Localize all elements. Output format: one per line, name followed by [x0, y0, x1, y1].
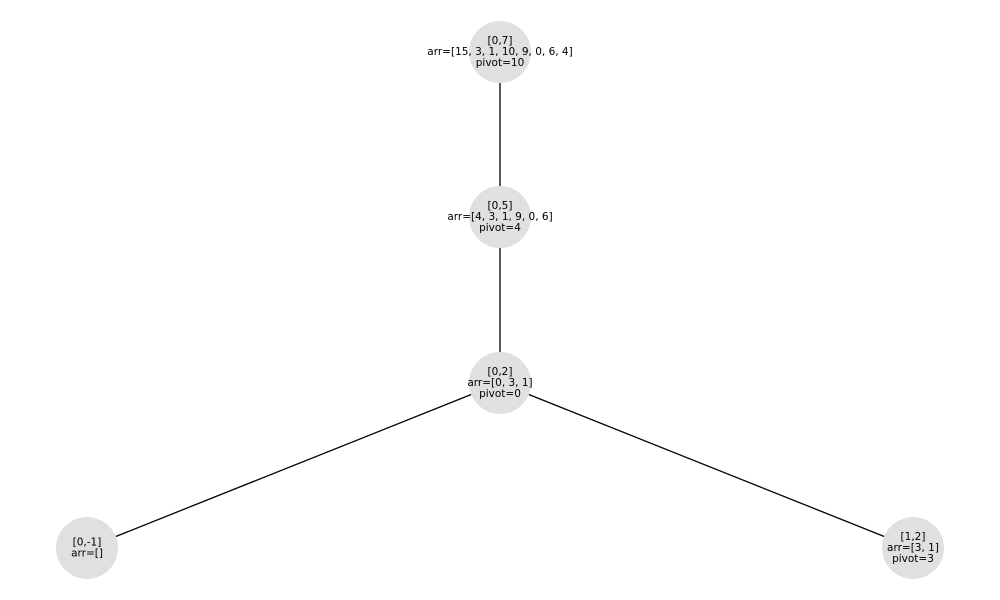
node-circle: [469, 352, 531, 414]
nodes: [0,7]arr=[15, 3, 1, 10, 9, 0, 6, 4]pivot…: [56, 21, 944, 579]
node-circle: [469, 186, 531, 248]
node-label-line: pivot=0: [479, 388, 521, 400]
tree-node: [0,2]arr=[0, 3, 1]pivot=0: [467, 352, 533, 414]
edge-n02-n0m1: [115, 393, 472, 538]
node-circle: [56, 517, 118, 579]
node-label-line: arr=[3, 1]: [887, 542, 939, 554]
tree-node: [0,-1]arr=[]: [56, 517, 118, 579]
tree-node: [0,7]arr=[15, 3, 1, 10, 9, 0, 6, 4]pivot…: [427, 21, 573, 83]
node-label-line: pivot=3: [892, 553, 934, 565]
edges: [115, 83, 885, 538]
node-label-line: arr=[0, 3, 1]: [467, 377, 532, 389]
node-label-line: [0,2]: [488, 366, 513, 378]
node-circle: [469, 21, 531, 83]
node-label-line: [0,-1]: [73, 537, 102, 549]
node-label-line: pivot=4: [479, 222, 521, 234]
node-label-line: [0,7]: [488, 35, 513, 47]
edge-n02-n12: [528, 393, 885, 538]
node-circle: [882, 517, 944, 579]
node-label-line: [1,2]: [901, 531, 926, 543]
node-label-line: arr=[15, 3, 1, 10, 9, 0, 6, 4]: [427, 46, 572, 58]
tree-node: [1,2]arr=[3, 1]pivot=3: [882, 517, 944, 579]
node-label-line: pivot=10: [476, 57, 525, 69]
node-label-line: [0,5]: [488, 200, 513, 212]
node-label-line: arr=[]: [71, 548, 103, 560]
tree-node: [0,5]arr=[4, 3, 1, 9, 0, 6]pivot=4: [447, 186, 553, 248]
node-label-line: arr=[4, 3, 1, 9, 0, 6]: [447, 211, 552, 223]
